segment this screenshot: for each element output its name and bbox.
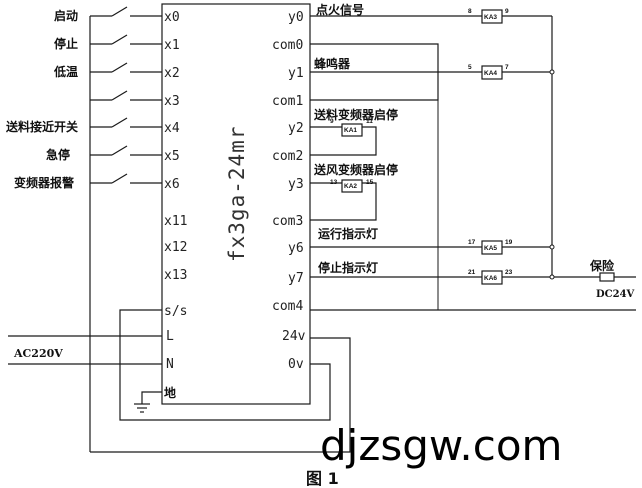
input-row-x4: 送料接近开关 [5, 117, 162, 134]
input-label-start: 启动 [54, 8, 78, 23]
pin-y7: y7 [288, 271, 304, 286]
relay-ka1-t2: 11 [366, 118, 373, 125]
svg-text:KA2: KA2 [344, 183, 357, 190]
pin-x3: x3 [164, 94, 180, 109]
input-row-x2: 低温 [53, 62, 162, 79]
svg-text:KA4: KA4 [484, 70, 497, 77]
output-label-buzzer: 蜂鸣器 [314, 56, 351, 71]
output-label-stop-lamp: 停止指示灯 [318, 260, 378, 275]
pin-n: N [166, 357, 174, 372]
output-label-run-lamp: 运行指示灯 [318, 226, 378, 241]
input-label-feed-proximity: 送料接近开关 [5, 119, 78, 134]
pin-com1: com1 [272, 94, 303, 109]
ac-supply-label: AC220V [13, 347, 63, 360]
svg-text:KA3: KA3 [484, 14, 497, 21]
pin-x1: x1 [164, 38, 180, 53]
output-label-air-vfd: 送风变频器启停 [313, 162, 398, 177]
output-label-ignition: 点火信号 [316, 2, 364, 17]
relay-ka3: KA3 [481, 9, 503, 24]
fuse-label: 保险 [589, 258, 615, 273]
relay-ka4-t1: 5 [468, 64, 472, 71]
relay-ka3-t1: 8 [468, 8, 472, 15]
fuse-icon [599, 272, 615, 282]
svg-text:KA5: KA5 [484, 245, 497, 252]
input-row-x6: 变频器报警 [14, 173, 162, 190]
input-row-x1: 停止 [54, 34, 162, 51]
relay-ka6-t2: 23 [505, 269, 513, 276]
relay-ka2-t2: 15 [366, 179, 374, 186]
dc-supply-label: DC24V [596, 289, 635, 300]
svg-text:KA1: KA1 [344, 127, 357, 134]
output-label-feed-vfd: 送料变频器启停 [313, 107, 398, 122]
pin-x5: x5 [164, 149, 180, 164]
ground-label: 地 [164, 385, 176, 400]
relay-ka2: KA2 [341, 179, 363, 193]
ground-icon [134, 403, 150, 413]
relay-ka4-t2: 7 [505, 64, 509, 71]
relay-ka4: KA4 [481, 65, 503, 80]
svg-text:KA6: KA6 [484, 275, 497, 282]
relay-ka1-t1: 9 [330, 118, 334, 125]
plc-body [161, 3, 311, 405]
pin-x13: x13 [164, 268, 187, 283]
com0-com1-bridge [310, 43, 439, 101]
pin-0v: 0v [288, 357, 304, 372]
ground-wire [141, 391, 162, 404]
pin-y1: y1 [288, 66, 304, 81]
input-label-low-temp: 低温 [53, 64, 78, 79]
pin-com3: com3 [272, 214, 303, 229]
pin-com0: com0 [272, 38, 303, 53]
input-row-x5: 急停 [46, 145, 162, 162]
pin-l: L [166, 329, 174, 344]
pin-y0: y0 [288, 10, 304, 25]
junction-dot [549, 274, 555, 280]
relay-ka3-t2: 9 [505, 8, 509, 15]
figure-caption: 图 1 [306, 469, 339, 488]
pin-y6: y6 [288, 241, 304, 256]
junction-dot [549, 244, 555, 250]
input-label-estop: 急停 [46, 147, 70, 162]
pin-x11: x11 [164, 214, 187, 229]
relay-ka5-t2: 19 [505, 239, 513, 246]
relay-ka2-t1: 13 [330, 179, 338, 186]
plc-model-label: fx3ga-24mr [225, 126, 249, 262]
input-row-x0: 启动 [54, 6, 162, 23]
pin-y2: y2 [288, 121, 304, 136]
relay-ka6-t1: 21 [468, 269, 476, 276]
pin-y3: y3 [288, 177, 304, 192]
24v-return-wire [90, 337, 351, 453]
input-label-stop: 停止 [54, 36, 78, 51]
watermark: djzsgw.com [320, 421, 562, 470]
pin-x12: x12 [164, 240, 187, 255]
input-row-x3 [90, 90, 162, 101]
pin-com2: com2 [272, 149, 303, 164]
ss-0v-wire [119, 309, 331, 421]
pin-ss: s/s [164, 304, 187, 319]
relay-ka5: KA5 [481, 240, 503, 255]
pin-x2: x2 [164, 66, 180, 81]
pin-x0: x0 [164, 10, 180, 25]
relay-ka1: KA1 [341, 123, 363, 137]
relay-ka6: KA6 [481, 270, 503, 285]
pin-24v: 24v [282, 329, 306, 344]
relay-ka5-t1: 17 [468, 239, 476, 246]
pin-com4: com4 [272, 299, 303, 314]
pin-x4: x4 [164, 121, 180, 136]
input-label-vfd-alarm: 变频器报警 [14, 175, 74, 190]
pin-x6: x6 [164, 177, 180, 192]
junction-dot [549, 69, 555, 75]
